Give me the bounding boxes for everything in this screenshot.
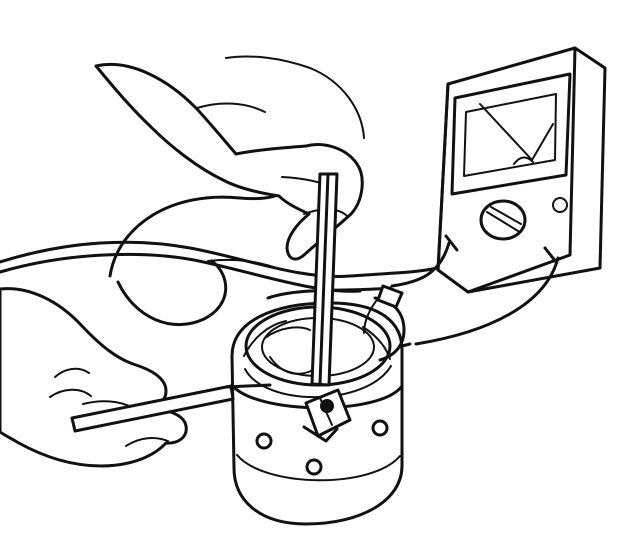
- analog-multimeter-icon: [436, 46, 607, 294]
- test-probe-icon: [302, 172, 352, 443]
- component-terminal-icon: [363, 284, 406, 362]
- pen-probe-icon: [70, 383, 272, 433]
- lower-hand-icon: [0, 287, 188, 468]
